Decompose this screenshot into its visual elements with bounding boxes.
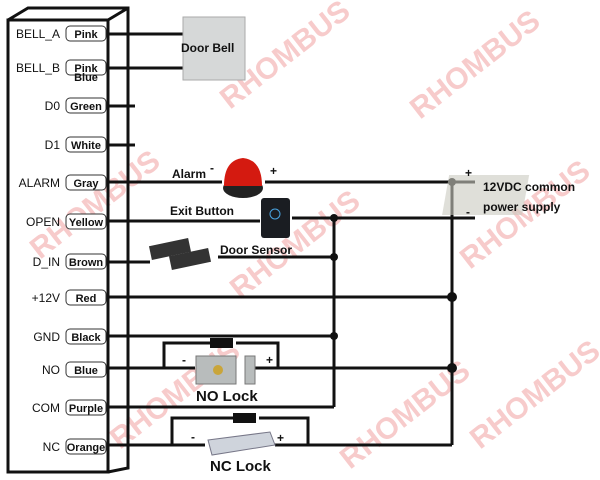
wire-color-label: Red bbox=[76, 293, 97, 305]
wire-color-pill bbox=[65, 328, 107, 345]
no-lock-image bbox=[195, 355, 256, 385]
terminal-row: BELL_A Pink bbox=[16, 25, 107, 42]
terminal-row: GND Black bbox=[33, 328, 107, 345]
wire-color-label-2: Blue bbox=[74, 72, 98, 84]
wire-color-pill bbox=[65, 25, 107, 42]
power-plus: + bbox=[465, 166, 472, 180]
terminal-row: D_IN Brown bbox=[33, 253, 107, 270]
wire-color-label: Green bbox=[70, 101, 102, 113]
wire-color-pill bbox=[65, 289, 107, 306]
exit-button-label: Exit Button bbox=[170, 204, 234, 218]
power-supply-image bbox=[442, 175, 530, 215]
door-sensor-image bbox=[148, 237, 212, 271]
wire-color-label: Pink bbox=[74, 29, 98, 41]
terminal-row: D1 White bbox=[45, 136, 107, 153]
power-supply-label-2: power supply bbox=[483, 200, 561, 214]
terminal-name: COM bbox=[32, 401, 60, 415]
terminal-name: NC bbox=[43, 440, 61, 454]
exit-button-image bbox=[261, 198, 290, 238]
terminal-name: ALARM bbox=[19, 176, 60, 190]
wire-color-label: Pink bbox=[74, 63, 98, 75]
wire-color-pill bbox=[65, 213, 107, 230]
wire-color-pill bbox=[65, 438, 107, 455]
terminal-row: D0 Green bbox=[45, 97, 107, 114]
terminal-name: OPEN bbox=[26, 215, 60, 229]
watermark: RHOMBUS bbox=[24, 144, 166, 265]
terminal-name: BELL_B bbox=[16, 61, 60, 75]
nc-lock-plus: + bbox=[277, 431, 284, 445]
terminal-row: ALARM Gray bbox=[19, 174, 107, 191]
wire-color-pill bbox=[65, 136, 107, 153]
nc-lock-label: NC Lock bbox=[210, 458, 272, 475]
alarm-plus: + bbox=[270, 164, 277, 178]
power-supply-label-1: 12VDC common bbox=[483, 180, 575, 194]
watermark: RHOMBUS bbox=[334, 354, 476, 475]
watermark: RHOMBUS bbox=[404, 4, 546, 125]
terminal-name: D0 bbox=[45, 99, 61, 113]
wire-color-pill bbox=[65, 97, 107, 114]
terminal-name: BELL_A bbox=[16, 27, 60, 41]
terminal-name: D_IN bbox=[33, 255, 60, 269]
wire-color-label: Purple bbox=[69, 403, 103, 415]
terminal-row: NC Orange bbox=[43, 438, 107, 455]
terminal-row: OPEN Yellow bbox=[26, 213, 107, 230]
wire-color-label: Black bbox=[71, 332, 101, 344]
no-lock-plus: + bbox=[266, 353, 273, 367]
wire-color-pill bbox=[65, 399, 107, 416]
terminal-row: +12V Red bbox=[32, 289, 107, 306]
wire-color-pill bbox=[65, 361, 107, 378]
wire-color-pill bbox=[65, 59, 107, 76]
wire-color-pill bbox=[65, 174, 107, 191]
terminal-name: NO bbox=[42, 363, 60, 377]
door-sensor-label: Door Sensor bbox=[220, 243, 292, 257]
controller-box bbox=[6, 6, 130, 474]
wire-color-pill bbox=[65, 253, 107, 270]
wires bbox=[108, 32, 475, 447]
door-bell-image bbox=[182, 16, 246, 81]
alarm-minus: - bbox=[210, 161, 214, 175]
wire-color-label: Brown bbox=[69, 257, 104, 269]
alarm-light-image bbox=[223, 158, 263, 198]
watermark: RHOMBUS bbox=[464, 334, 600, 455]
terminal-name: GND bbox=[33, 330, 60, 344]
terminal-name: +12V bbox=[32, 291, 60, 305]
power-minus: - bbox=[466, 205, 470, 219]
terminal-name: D1 bbox=[45, 138, 61, 152]
nc-lock-minus: - bbox=[191, 430, 195, 444]
no-lock-minus: - bbox=[182, 353, 186, 367]
wire-color-label: Orange bbox=[67, 442, 106, 454]
terminal-row: NO Blue bbox=[42, 361, 107, 378]
wire-color-label: Yellow bbox=[69, 217, 104, 229]
wire-color-label: White bbox=[71, 140, 101, 152]
terminal-row: COM Purple bbox=[32, 399, 107, 416]
nc-lock-image bbox=[207, 431, 276, 456]
wire-color-label: Blue bbox=[74, 365, 98, 377]
no-lock-label: NO Lock bbox=[196, 388, 258, 405]
door-bell-label: Door Bell bbox=[181, 41, 234, 55]
alarm-label: Alarm bbox=[172, 167, 206, 181]
wire-color-label: Gray bbox=[73, 178, 99, 190]
